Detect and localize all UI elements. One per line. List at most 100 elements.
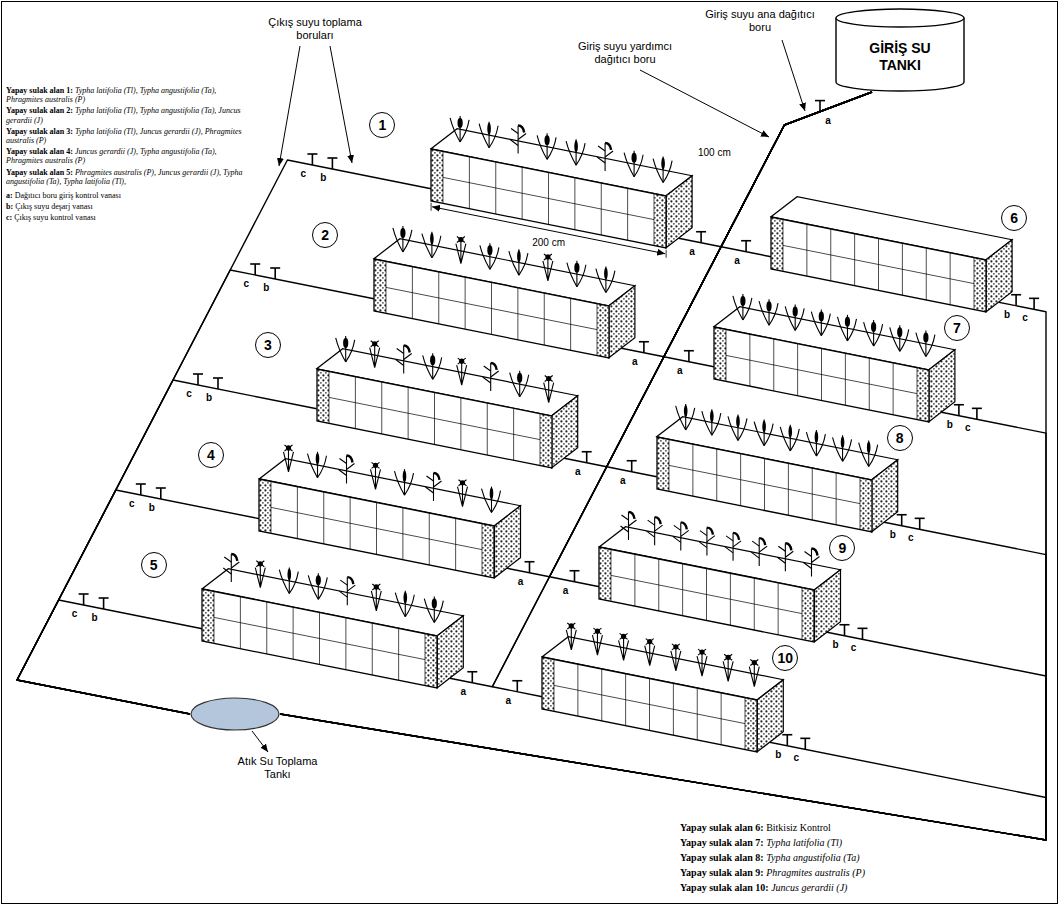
- legend-key: Yapay sulak alan 2:: [6, 106, 73, 115]
- input-water-tank: GİRİŞ SU TANKI: [835, 8, 965, 92]
- callout-circle: 9: [829, 535, 855, 561]
- plant-symbol: [424, 597, 443, 623]
- callout-circle: 7: [944, 315, 970, 341]
- cell-front-face: [542, 657, 757, 752]
- gravel-zone: [431, 149, 443, 203]
- valve-letter: b: [204, 392, 214, 404]
- cell-outline: [259, 479, 494, 578]
- plant-symbol: [806, 430, 825, 456]
- label-holder: a: [618, 475, 628, 487]
- wetland-cell: 1: [431, 149, 666, 248]
- legend-key: Yapay sulak alan 3:: [6, 127, 73, 136]
- cell-front-face: [259, 479, 494, 578]
- legend-key: Yapay sulak alan 7:: [680, 837, 764, 848]
- plant-symbol: [751, 538, 767, 566]
- leader-arrow: [782, 40, 805, 111]
- cell-side-face: [929, 350, 955, 422]
- plant-symbol: [597, 143, 613, 171]
- label-holder: b: [147, 502, 157, 514]
- legend-key: Yapay sulak alan 4:: [6, 147, 73, 156]
- grid-line: [329, 397, 540, 439]
- legend-text: Yapay sulak alan 5: Phragmites australis…: [6, 168, 250, 186]
- legend-key: Yapay sulak alan 9:: [680, 867, 764, 878]
- valve-symbol: [193, 374, 203, 385]
- valve-letter: a: [823, 115, 833, 127]
- valve-letter: a: [618, 475, 628, 487]
- leader-arrow: [279, 46, 300, 166]
- gravel-zone: [259, 479, 271, 533]
- callout-number: 10: [777, 651, 793, 665]
- legend-text: Yapay sulak alan 4: Juncus gerardii (J),…: [6, 147, 250, 165]
- plant-symbol: [566, 139, 585, 165]
- valve-symbol: [782, 735, 792, 746]
- plant-symbol: [620, 512, 636, 540]
- valve-symbol: [696, 232, 706, 243]
- plant-symbol: [859, 441, 878, 467]
- valve-symbol: [627, 461, 637, 472]
- callout-circle: 6: [1001, 205, 1027, 231]
- plant-symbol: [676, 404, 695, 430]
- label-holder: Yapay sulak alan 3: Typha latifolia (Tl)…: [6, 127, 250, 145]
- valve-symbol: [270, 268, 280, 279]
- grid-line: [611, 575, 802, 613]
- label-holder: Yapay sulak alan 2: Typha latifolia (Tl)…: [6, 106, 250, 124]
- plant-symbol: [393, 226, 412, 252]
- plant-symbol: [543, 254, 553, 281]
- plant-symbol: [785, 304, 804, 330]
- cell-outline: [542, 657, 757, 752]
- plant-symbol: [223, 554, 239, 582]
- gravel-zone: [597, 303, 609, 357]
- cell-front-face: [657, 437, 872, 532]
- grid-line: [783, 245, 974, 283]
- plant-symbol: [283, 445, 293, 472]
- plant-symbol: [653, 157, 672, 183]
- plant-symbol: [457, 358, 467, 385]
- valve-symbol: [815, 101, 825, 112]
- plant-symbol: [480, 243, 499, 269]
- valve-letter: b: [90, 612, 100, 624]
- gravel-zone: [374, 259, 386, 313]
- cell-side-face: [986, 240, 1012, 312]
- valve-letter: c: [963, 422, 973, 434]
- tank-label: GİRİŞ SU TANKI: [854, 40, 946, 75]
- label-holder: b: [204, 392, 214, 404]
- plant-symbol: [864, 320, 883, 346]
- cell-side-face: [814, 570, 840, 642]
- plant-symbol: [619, 633, 629, 660]
- grid-line: [214, 617, 425, 659]
- plant-symbol: [702, 409, 721, 435]
- plant-symbol: [481, 487, 500, 513]
- cell-front-face: [317, 369, 552, 468]
- leader-arrow: [252, 731, 268, 752]
- gravel-zone: [974, 257, 986, 311]
- plant-symbol: [255, 561, 265, 588]
- callout-circle: 5: [141, 552, 167, 578]
- plant-symbol: [754, 420, 773, 446]
- leader-arrow: [640, 70, 769, 137]
- valve-letter: a: [687, 246, 697, 258]
- label-holder: Yapay sulak alan 7: Typha latifolia (Tl): [680, 837, 842, 849]
- valve-symbol: [1011, 295, 1021, 306]
- dimension-label: 100 cm: [698, 147, 731, 159]
- callout-number: 1: [379, 118, 387, 132]
- callout-circle: 10: [772, 645, 798, 671]
- label-holder: a: [687, 246, 697, 258]
- callout-number: 7: [953, 321, 961, 335]
- label-holder: c: [791, 752, 801, 764]
- valve-letter: a: [560, 585, 570, 597]
- valve-letter: a: [630, 356, 640, 368]
- label-holder: a: [732, 255, 742, 267]
- pipe-label: Giriş suyu yardımcı dağıtıcı boru: [560, 40, 690, 66]
- plant-symbol: [396, 346, 412, 374]
- valve-symbol: [741, 241, 751, 252]
- plant-symbol: [395, 591, 414, 617]
- plant-symbol: [307, 452, 326, 478]
- grid-line: [443, 177, 654, 219]
- label-holder: c: [906, 532, 916, 544]
- valve-symbol: [569, 571, 579, 582]
- legend-key: b:: [6, 202, 13, 211]
- cell-outline: [771, 217, 986, 312]
- valve-letter: a: [732, 255, 742, 267]
- wetland-cell: 8: [657, 437, 872, 532]
- label-holder: a: [515, 576, 525, 588]
